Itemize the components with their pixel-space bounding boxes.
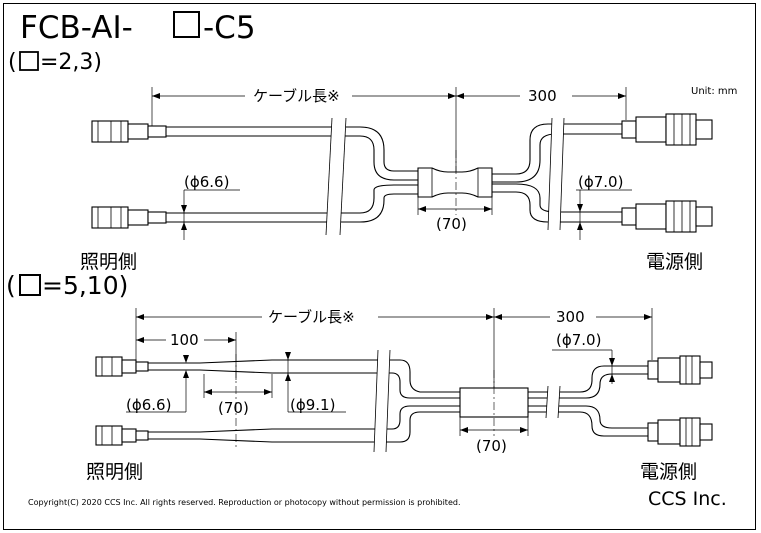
phi-right-2: (ϕ7.0) [556,331,601,349]
connector-right-bottom-1 [621,200,713,233]
title-suffix: -C5 [203,10,256,46]
connector-left-bottom-1 [91,206,167,229]
title-box-symbol [173,11,200,38]
connector-right-top-1 [621,113,713,146]
title-main: FCB-AI- [20,10,133,46]
phi-mid-2: (ϕ9.1) [290,396,335,414]
connector-left-top-2 [95,356,149,377]
variant-box-symbol-1 [19,51,39,71]
connector-right-bottom-2 [647,417,713,447]
label-power-side-2: 電源側 [640,461,697,483]
connector-left-bottom-2 [95,425,149,446]
variant-box-symbol-2 [19,274,41,296]
connector-right-top-2 [647,355,713,385]
unit-label: Unit: mm [691,86,737,97]
dim-300-2: 300 [556,308,585,326]
dim-70-1: (70) [436,215,467,233]
dim-300-1: 300 [528,87,557,105]
variant-label-2: =5,10) [42,271,128,300]
section-2: ( =5,10) ケーブル長※ 300 100 [6,271,713,483]
company-name: CCS Inc. [648,488,727,510]
label-lighting-side-2: 照明側 [86,461,143,483]
sheet-border [3,3,756,530]
label-lighting-side-1: 照明側 [80,251,137,273]
phi-left-2: (ϕ6.6) [126,396,171,414]
variant-label-1: =2,3) [40,50,102,75]
cable-length-label-1: ケーブル長※ [253,87,340,105]
dim-100-2: 100 [170,331,199,349]
dim-70-a-2: (70) [218,399,249,417]
section-1: ( =2,3) Unit: mm ケーブル長※ 300 [8,50,737,273]
phi-left-1: (ϕ6.6) [184,173,229,191]
connector-left-top-1 [91,120,167,143]
dim-70-b-2: (70) [476,437,507,455]
label-power-side-1: 電源側 [646,251,703,273]
cable-length-label-2: ケーブル長※ [268,308,355,326]
variant-label-2-open: ( [6,271,16,300]
variant-label-1-open: ( [8,50,17,75]
title-block: FCB-AI- -C5 [20,10,256,46]
splice-1 [417,167,493,198]
copyright-notice: Copyright(C) 2020 CCS Inc. All rights re… [28,498,460,507]
phi-right-1: (ϕ7.0) [578,173,623,191]
